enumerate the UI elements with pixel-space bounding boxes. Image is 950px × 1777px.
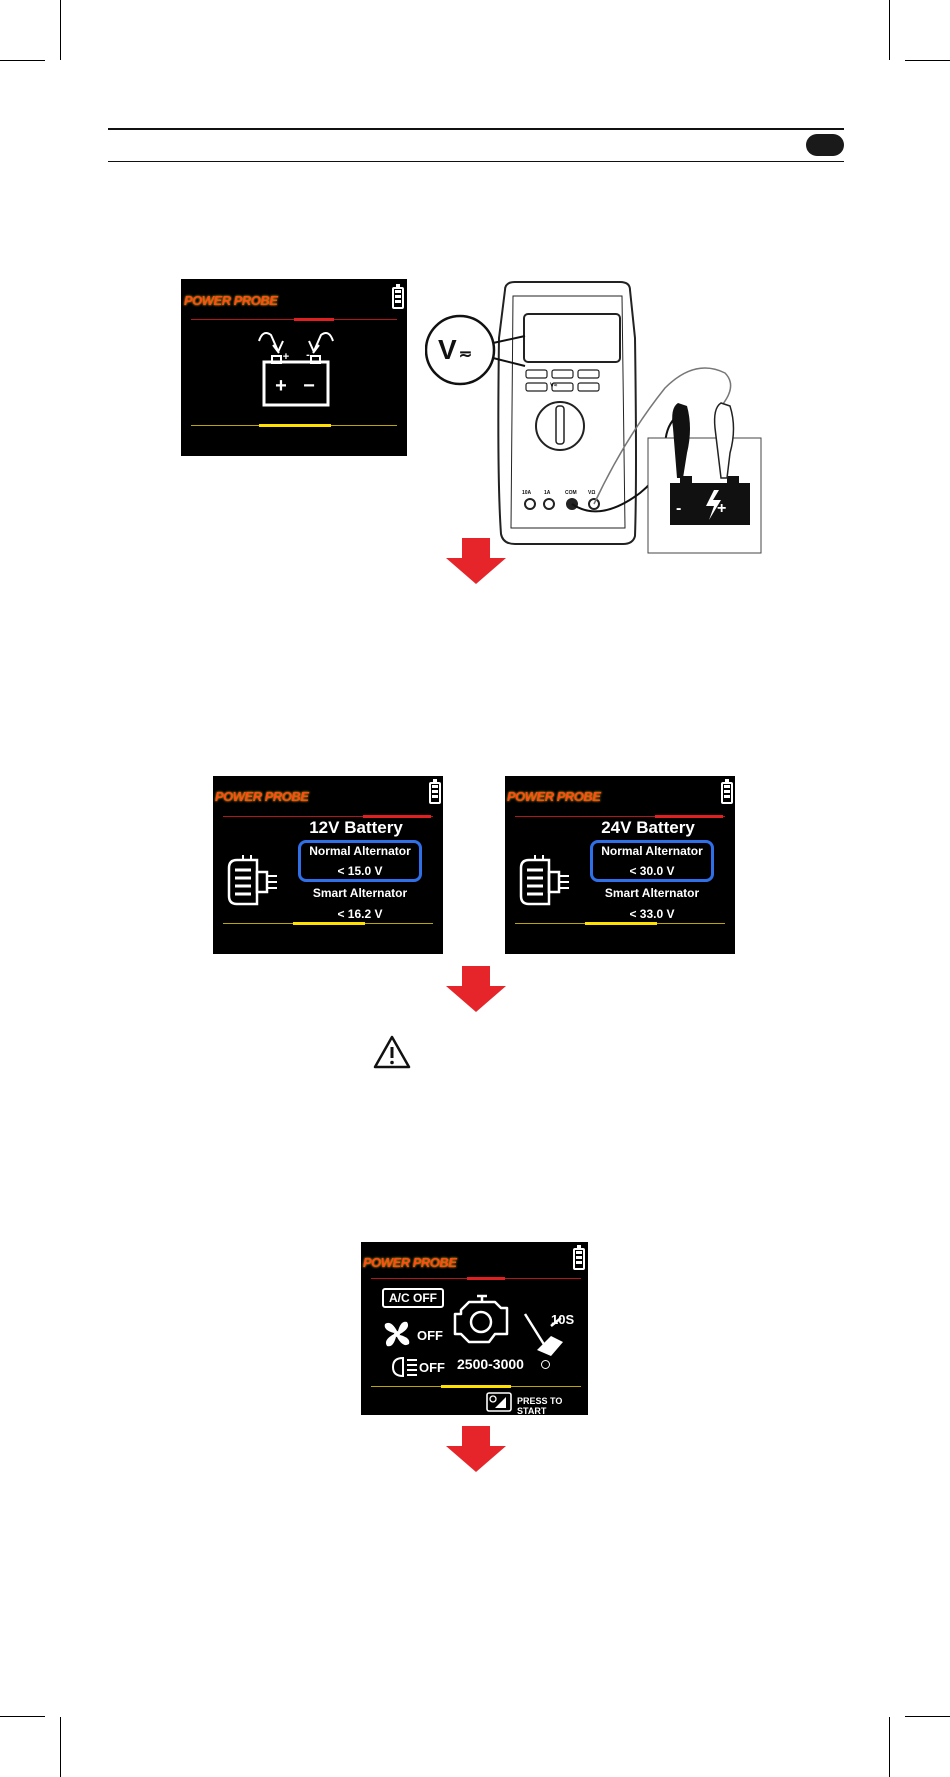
smart-alternator-value: < 33.0 V [590,907,714,921]
alternator-screen-24v: POWER PROBE 24V Battery Normal Alternato… [505,776,735,954]
battery-negative-label: - [676,500,681,518]
footer-divider-accent [585,922,657,925]
alternator-icon [515,852,575,912]
timer-label: 10S [551,1312,574,1327]
jack-label-v: VΩ [588,490,595,496]
terminal-minus: − [299,375,319,398]
jack-label-com: COM [565,490,577,496]
header-rule-bottom [108,161,844,162]
engine-icon [451,1292,515,1346]
crop-mark [0,1716,45,1717]
footer-divider-accent [441,1385,511,1388]
smart-alternator-label: Smart Alternator [590,886,714,900]
header-divider-accent [467,1277,505,1280]
crop-mark [60,0,61,60]
battery-connect-screen: POWER PROBE + - + − [181,279,407,456]
dial-label: V≈ [550,383,557,389]
battery-level-icon [429,782,441,804]
normal-alternator-value: < 30.0 V [590,864,714,878]
header-rule-top [108,128,844,130]
crop-mark [60,1717,61,1777]
headlight-icon [391,1356,421,1378]
ac-off-chip: A/C OFF [382,1288,444,1308]
down-arrow-icon [446,1426,506,1472]
dc-ac-symbol-icon: ≂ [459,346,472,363]
battery-type-title: 24V Battery [533,818,735,838]
voltage-mode-badge: V≂ [438,334,472,366]
terminal-plus: + [271,375,291,398]
rpm-range: 2500-3000 [457,1356,524,1372]
car-battery-clamps-icon [181,319,407,439]
crop-mark [0,60,45,61]
normal-alternator-label: Normal Alternator [590,844,714,858]
crop-mark [889,1717,890,1777]
fan-status: OFF [417,1328,443,1343]
voltage-mode-label: V [438,334,457,365]
crop-mark [905,60,950,61]
page-tab-marker [806,134,844,156]
multimeter-illustration [425,278,765,558]
alternator-icon [223,852,283,912]
brand-logo: POWER PROBE [363,1255,456,1270]
warning-icon [372,1034,412,1070]
crop-mark [889,0,890,60]
battery-level-icon [392,287,404,309]
brand-logo: POWER PROBE [215,789,308,804]
battery-type-title: 12V Battery [241,818,443,838]
crop-mark [905,1716,950,1717]
down-arrow-icon [446,538,506,584]
down-arrow-icon [446,966,506,1012]
brand-logo: POWER PROBE [184,293,277,308]
lights-status: OFF [419,1360,445,1375]
normal-alternator-label: Normal Alternator [298,844,422,858]
press-to-start-label: PRESS TO START [517,1396,588,1415]
terminal-minus-small: - [303,349,313,361]
battery-positive-label: + [717,500,726,518]
footer-divider-accent [293,922,365,925]
battery-level-icon [721,782,733,804]
rpm-indicator-dot [541,1360,550,1369]
engine-rpm-screen: POWER PROBE A/C OFF OFF OFF 10S 2500-300… [361,1242,588,1415]
battery-level-icon [573,1248,585,1270]
brand-logo: POWER PROBE [507,789,600,804]
smart-alternator-value: < 16.2 V [298,907,422,921]
terminal-plus-small: + [281,351,291,363]
jack-label-1a: 1A [544,490,550,496]
footer-divider-accent [259,424,331,427]
jack-label-10a: 10A [522,490,531,496]
smart-alternator-label: Smart Alternator [298,886,422,900]
fan-icon [381,1318,413,1350]
power-key-icon [486,1392,512,1412]
alternator-screen-12v: POWER PROBE 12V Battery Normal Alternato… [213,776,443,954]
normal-alternator-value: < 15.0 V [298,864,422,878]
